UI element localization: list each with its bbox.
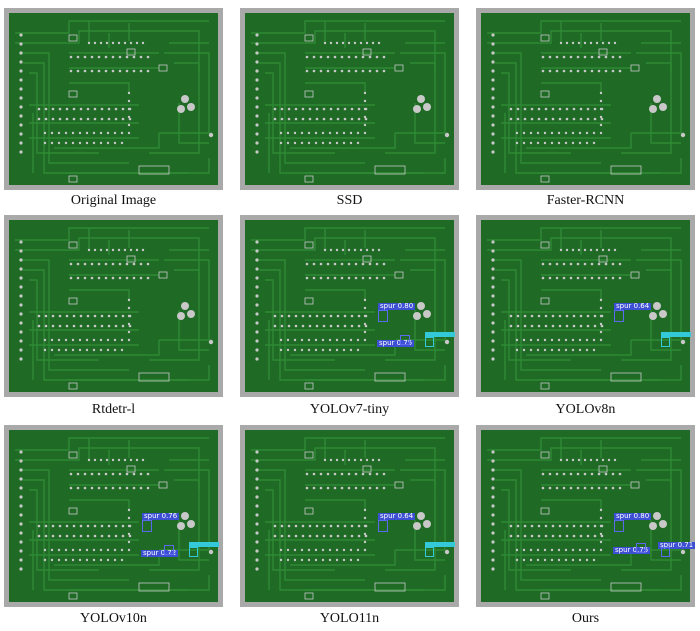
detection-label: spur 0.75 — [613, 546, 651, 554]
detection-label — [661, 332, 691, 337]
pcb-image — [245, 430, 454, 602]
pcb-drawing — [251, 227, 450, 390]
caption-faster-rcnn: Faster-RCNN — [546, 193, 625, 208]
detection-box — [400, 335, 410, 345]
pcb-drawing — [487, 20, 686, 183]
detection-box — [425, 547, 434, 557]
panel-ssd — [240, 8, 459, 190]
detection-box — [189, 547, 198, 557]
caption-yolo11n: YOLO11n — [319, 611, 380, 626]
detection-box — [614, 310, 624, 322]
detection-box — [661, 547, 670, 557]
pcb-image — [9, 430, 218, 602]
pcb-drawing — [15, 20, 214, 183]
detection-label: spur 0.75 — [377, 339, 415, 347]
detection-label — [425, 542, 455, 547]
pcb-drawing — [15, 437, 214, 600]
caption-original: Original Image — [70, 193, 157, 208]
detection-box — [378, 520, 388, 532]
panel-rtdetr — [4, 215, 223, 397]
panel-yolo11n: spur 0.64 — [240, 425, 459, 607]
detection-label: spur 0.76 — [142, 512, 180, 520]
detection-box — [614, 520, 624, 532]
pcb-drawing — [15, 227, 214, 390]
pcb-image — [9, 220, 218, 392]
detection-box — [378, 310, 388, 322]
detection-label: spur 0.80 — [614, 512, 652, 520]
detection-label: spur 0.71 — [658, 541, 696, 549]
caption-yolov7-tiny: YOLOv7-tiny — [309, 402, 390, 417]
caption-rtdetr: Rtdetr-l — [91, 402, 136, 417]
detection-label: spur 0.64 — [378, 512, 416, 520]
pcb-image — [481, 13, 690, 185]
detection-box — [636, 543, 646, 553]
panel-faster-rcnn — [476, 8, 695, 190]
detection-label: spur 0.64 — [614, 302, 652, 310]
detection-box — [661, 337, 670, 347]
detection-label: spur 0.80 — [378, 302, 416, 310]
panel-yolov8n: spur 0.64 — [476, 215, 695, 397]
detection-box — [425, 337, 434, 347]
pcb-drawing — [487, 437, 686, 600]
panel-yolov7-tiny: spur 0.80 spur 0.75 — [240, 215, 459, 397]
pcb-image — [481, 220, 690, 392]
pcb-drawing — [251, 20, 450, 183]
detection-label: spur 0.72 — [141, 549, 179, 557]
panel-ours: spur 0.80 spur 0.75 spur 0.71 — [476, 425, 696, 607]
pcb-drawing — [487, 227, 686, 390]
pcb-image — [245, 220, 454, 392]
caption-yolov10n: YOLOv10n — [80, 611, 147, 626]
pcb-drawing — [251, 437, 450, 600]
detection-box — [164, 545, 174, 555]
detection-box — [142, 520, 152, 532]
caption-ours: Ours — [571, 611, 600, 626]
pcb-image — [9, 13, 218, 185]
pcb-image — [245, 13, 454, 185]
caption-yolov8n: YOLOv8n — [555, 402, 616, 417]
pcb-image — [481, 430, 690, 602]
panel-yolov10n: spur 0.76 spur 0.72 — [4, 425, 223, 607]
detection-label — [189, 542, 219, 547]
panel-original — [4, 8, 223, 190]
detection-label — [425, 332, 455, 337]
caption-ssd: SSD — [336, 193, 363, 208]
